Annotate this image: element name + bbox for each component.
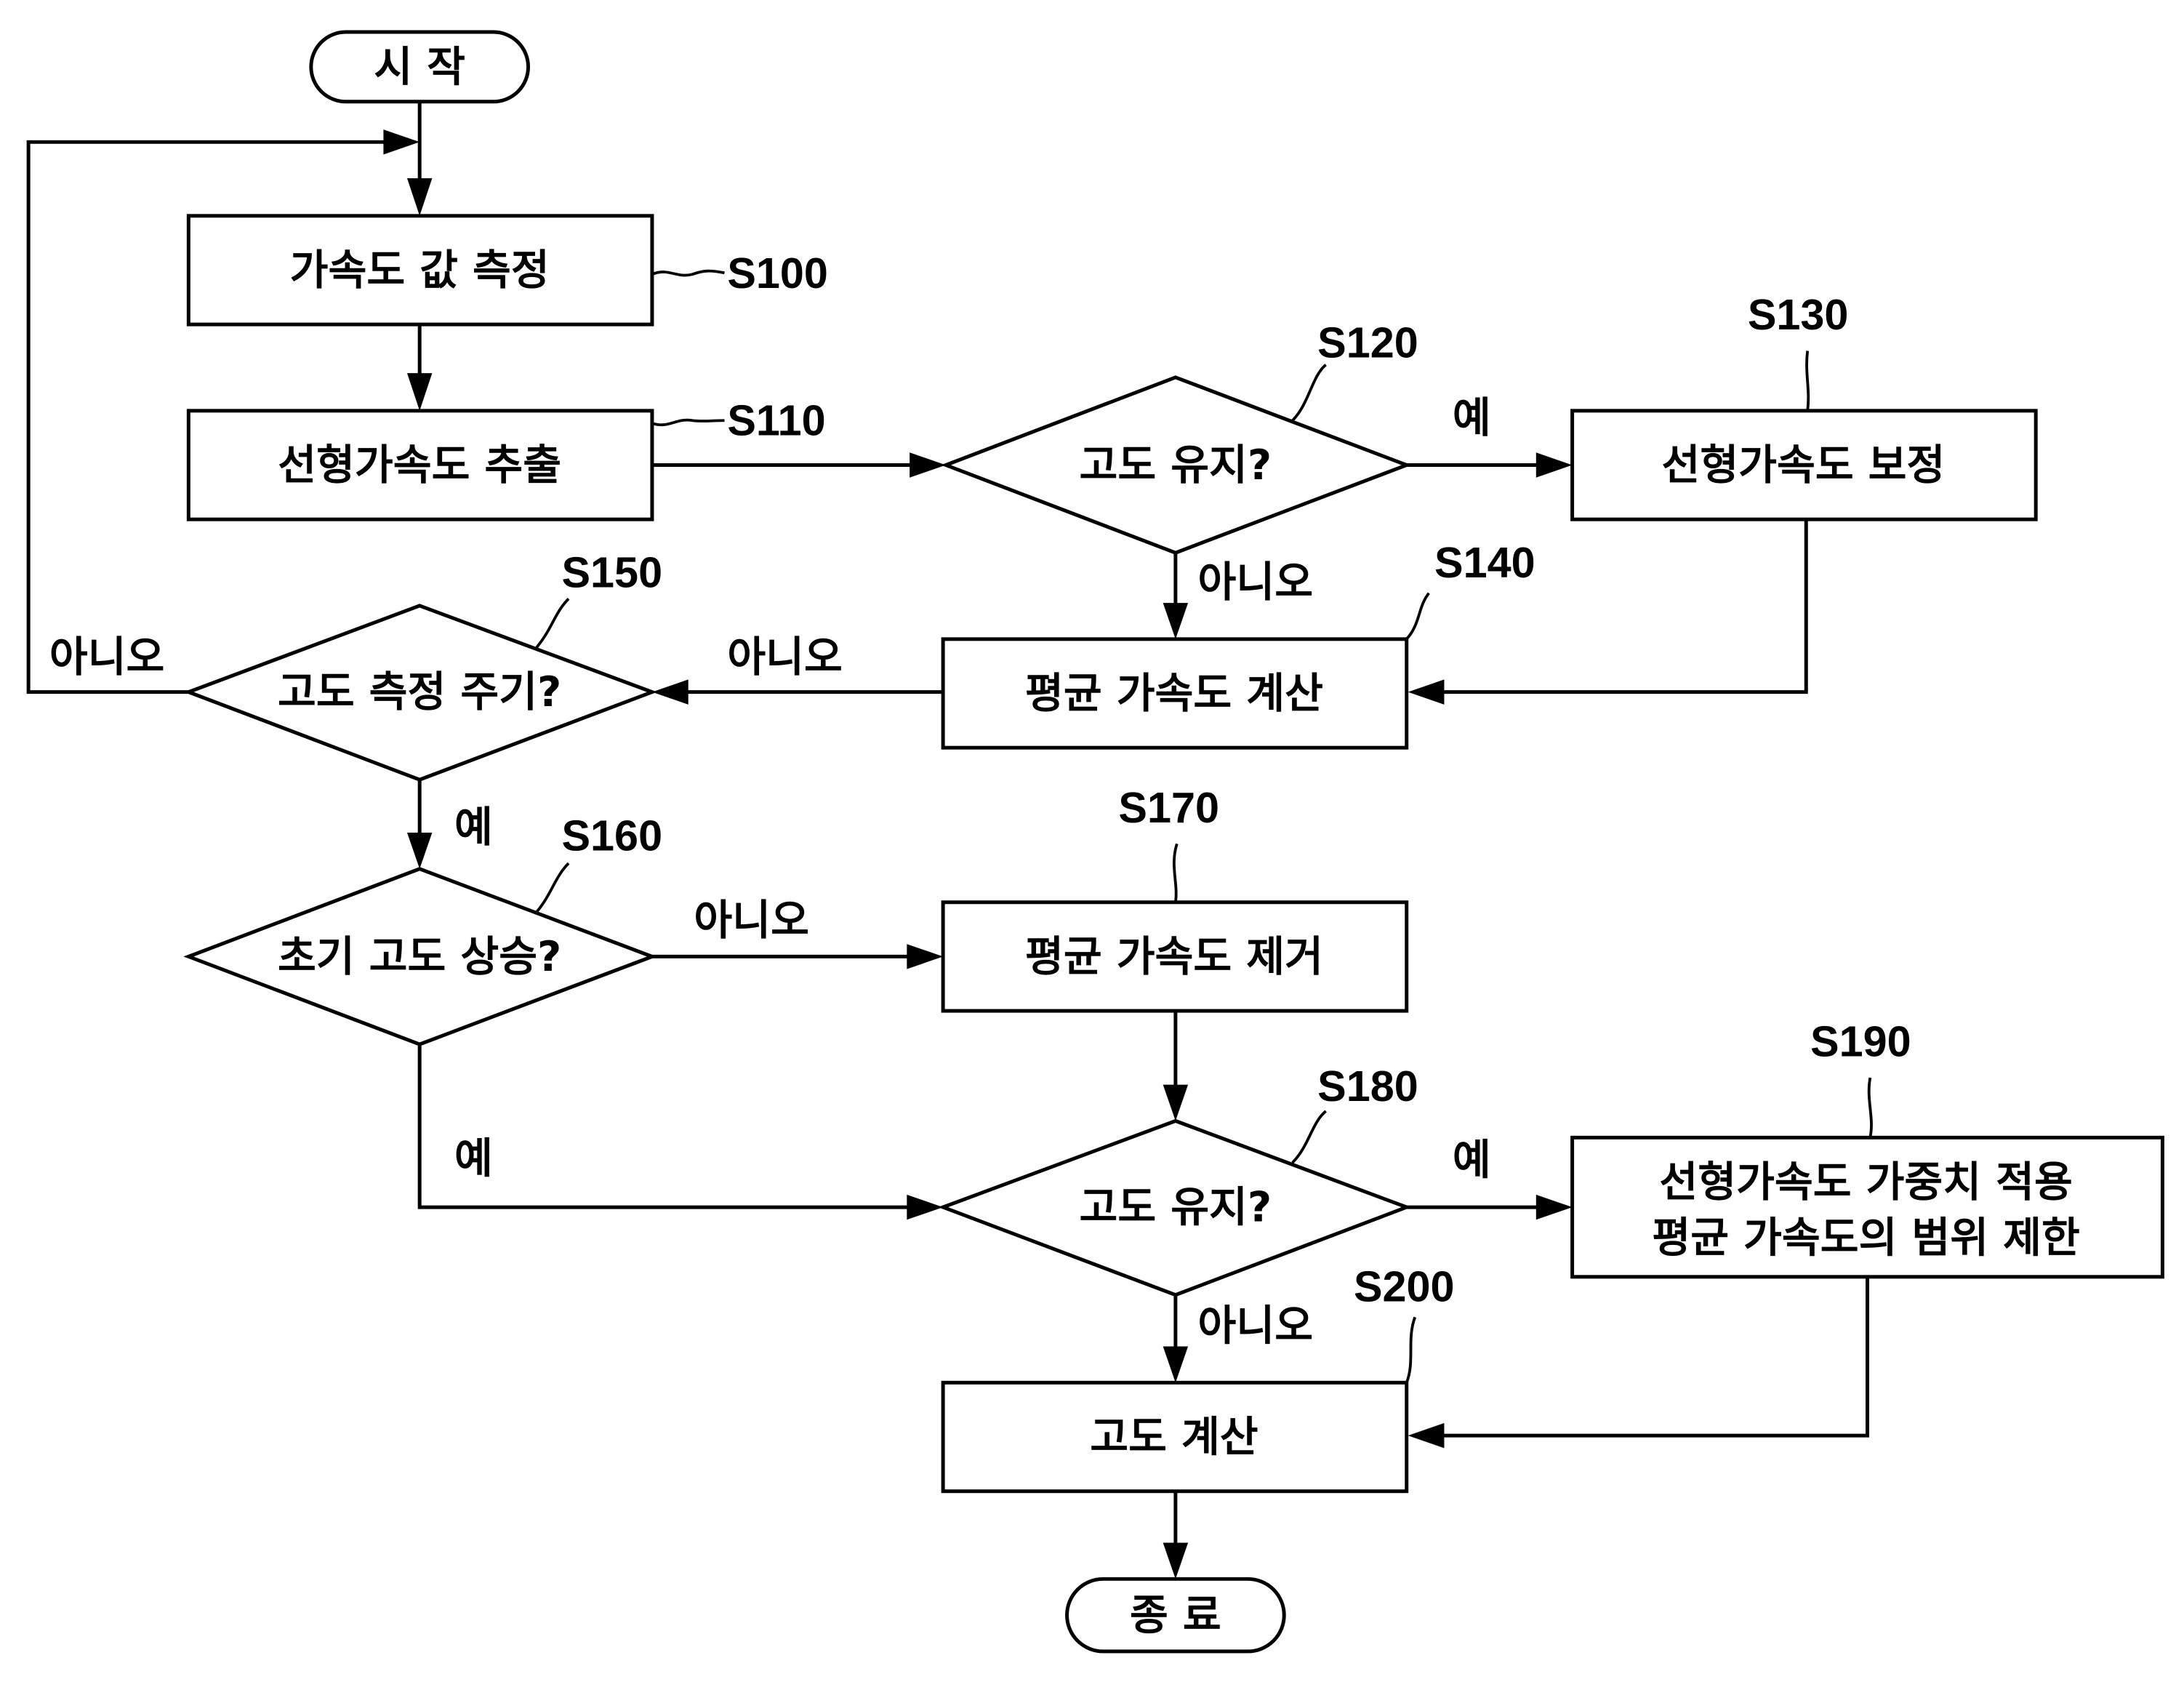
edge-label-s150-yes: 예 bbox=[454, 803, 493, 852]
s120-label: 고도 유지? bbox=[1080, 441, 1272, 489]
s160-label: 초기 고도 상승? bbox=[278, 932, 561, 981]
s170-step-number: S170 bbox=[1118, 783, 1219, 832]
s100-step-number: S100 bbox=[727, 249, 828, 297]
start-node: 시 작 bbox=[309, 30, 531, 104]
s150-leader bbox=[535, 597, 570, 649]
s130-label: 선형가속도 보정 bbox=[1661, 441, 1945, 489]
s160-step-number: S160 bbox=[561, 811, 662, 860]
edge-s150-no-loop bbox=[26, 140, 393, 694]
s170-leader bbox=[1172, 843, 1179, 903]
edge-s160-yes bbox=[417, 1044, 917, 1209]
edge-label-s160-yes: 예 bbox=[454, 1134, 493, 1183]
s140-step-number: S140 bbox=[1434, 538, 1535, 587]
s190-label-line1: 선형가속도 가중치 적용 bbox=[1659, 1158, 2072, 1206]
s170-node: 평균 가속도 제거 bbox=[941, 900, 1409, 1013]
edge-label-s120-no: 아니오 bbox=[1198, 558, 1314, 606]
edge-label-s160-no: 아니오 bbox=[694, 896, 809, 945]
s110-step-number: S110 bbox=[727, 396, 825, 445]
end-node: 종 료 bbox=[1065, 1577, 1286, 1654]
edge-label-s120-yes: 예 bbox=[1453, 393, 1491, 442]
s130-node: 선형가속도 보정 bbox=[1570, 409, 2038, 521]
s130-leader bbox=[1805, 351, 1810, 412]
arrowhead bbox=[907, 944, 944, 969]
arrowhead bbox=[1408, 1422, 1445, 1449]
s190-leader bbox=[1867, 1077, 1873, 1138]
arrowhead bbox=[1163, 1542, 1189, 1579]
arrowhead bbox=[910, 452, 946, 478]
arrowhead bbox=[1163, 1084, 1189, 1121]
arrowhead bbox=[651, 679, 688, 705]
s200-label: 고도 계산 bbox=[1090, 1413, 1258, 1462]
s110-node: 선형가속도 추출 bbox=[186, 409, 654, 521]
s120-leader bbox=[1291, 364, 1327, 422]
arrowhead bbox=[1535, 452, 1573, 478]
s100-label: 가속도 값 측정 bbox=[290, 246, 550, 295]
end-label: 종 료 bbox=[1130, 1591, 1221, 1640]
s180-label: 고도 유지? bbox=[1080, 1183, 1272, 1232]
s190-node: 선형가속도 가중치 적용 평균 가속도의 범위 제한 bbox=[1570, 1135, 2164, 1279]
s190-label-line2: 평균 가속도의 범위 제한 bbox=[1652, 1214, 2079, 1262]
s180-step-number: S180 bbox=[1317, 1062, 1418, 1110]
s130-step-number: S130 bbox=[1748, 290, 1849, 339]
s120-step-number: S120 bbox=[1317, 319, 1418, 367]
s100-leader bbox=[651, 269, 725, 277]
s110-leader bbox=[651, 418, 725, 427]
arrowhead bbox=[406, 833, 433, 869]
s150-label: 고도 측정 주기? bbox=[278, 668, 561, 716]
s200-leader bbox=[1405, 1316, 1417, 1384]
arrowhead bbox=[1163, 1346, 1189, 1383]
start-label: 시 작 bbox=[374, 42, 465, 91]
edge-label-s150-no: 아니오 bbox=[49, 633, 165, 681]
s140-node: 평균 가속도 계산 bbox=[941, 637, 1409, 750]
s200-step-number: S200 bbox=[1354, 1262, 1455, 1311]
s180-decision: 고도 유지? bbox=[938, 1118, 1412, 1297]
s150-decision: 고도 측정 주기? bbox=[183, 604, 658, 782]
edge-label-s140-s150: 아니오 bbox=[727, 633, 843, 681]
edge-label-s180-yes: 예 bbox=[1453, 1135, 1491, 1184]
s170-label: 평균 가속도 제거 bbox=[1025, 932, 1323, 981]
s110-label: 선형가속도 추출 bbox=[278, 441, 561, 489]
s200-node: 고도 계산 bbox=[941, 1380, 1409, 1494]
s160-leader bbox=[535, 862, 570, 913]
arrowhead bbox=[1163, 603, 1189, 639]
arrowhead bbox=[406, 373, 433, 411]
arrowhead bbox=[1408, 679, 1445, 705]
s180-leader bbox=[1291, 1110, 1327, 1164]
edge-s130-to-s140 bbox=[1434, 519, 1808, 694]
edge-label-s180-no: 아니오 bbox=[1198, 1301, 1314, 1350]
s140-leader bbox=[1405, 592, 1430, 641]
s120-decision: 고도 유지? bbox=[940, 375, 1412, 555]
arrowhead bbox=[383, 129, 420, 155]
arrowhead bbox=[406, 178, 433, 216]
arrowhead bbox=[907, 1194, 944, 1220]
edge-s190-to-s200 bbox=[1434, 1276, 1869, 1438]
s140-label: 평균 가속도 계산 bbox=[1025, 669, 1323, 718]
s150-step-number: S150 bbox=[561, 548, 662, 596]
s100-node: 가속도 값 측정 bbox=[186, 214, 654, 327]
s160-decision: 초기 고도 상승? bbox=[183, 867, 657, 1046]
arrowhead bbox=[1535, 1194, 1573, 1220]
s190-step-number: S190 bbox=[1810, 1017, 1911, 1066]
